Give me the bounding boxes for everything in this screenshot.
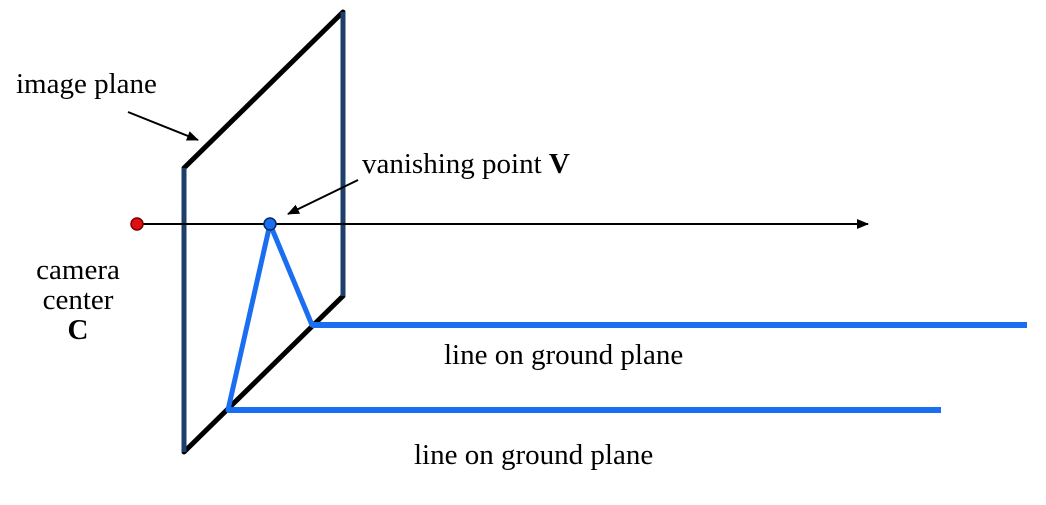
- camera-center-point: [130, 217, 144, 231]
- image-plane-pointer-arrow: [127, 111, 199, 141]
- vanishing-point-marker: [263, 217, 277, 231]
- vanishing-point-symbol: V: [548, 148, 570, 180]
- vanishing-point-pointer-arrow: [287, 179, 359, 215]
- camera-center-symbol: C: [67, 314, 89, 346]
- projection-line-lower: [225, 221, 273, 413]
- camera-center-label-line2: center: [42, 284, 114, 316]
- image-plane-label: image plane: [16, 68, 157, 100]
- image-plane-bottom-edge: [181, 293, 346, 455]
- projection-line-upper: [267, 221, 315, 328]
- vanishing-point-label: vanishing point V: [362, 150, 570, 179]
- image-plane-top-edge: [181, 9, 346, 171]
- ground-line-upper-label: line on ground plane: [444, 339, 684, 371]
- camera-center-label-line1: camera: [36, 254, 120, 286]
- ground-line-lower-label: line on ground plane: [414, 439, 654, 471]
- vanishing-point-label-text: vanishing point: [362, 148, 549, 180]
